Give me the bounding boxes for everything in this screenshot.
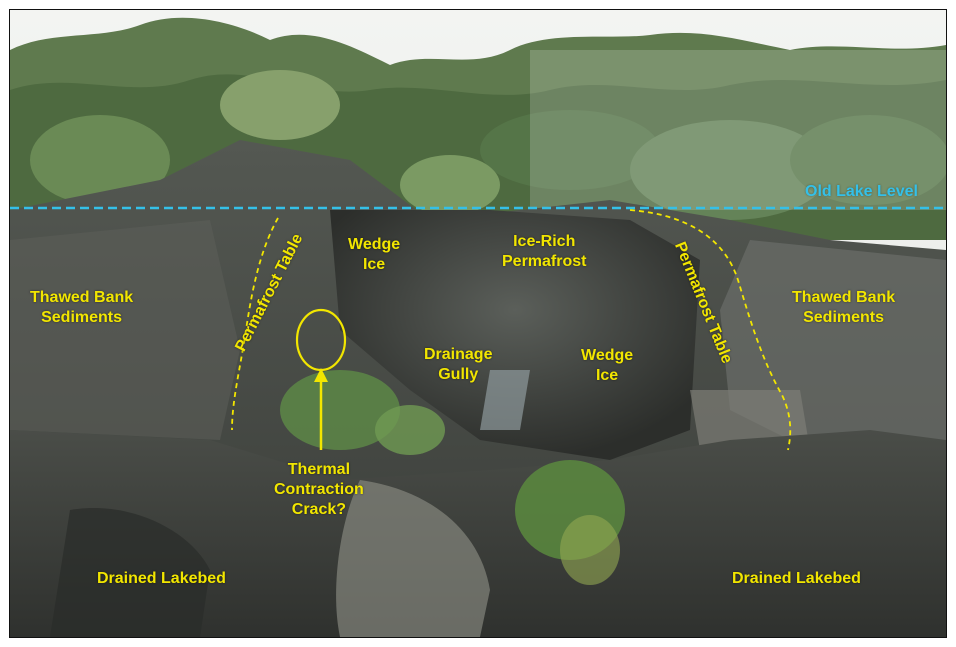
wedge-ice-left-label: Wedge Ice bbox=[348, 235, 400, 275]
permafrost-table-line-left bbox=[231, 217, 279, 431]
drained-lakebed-left-label: Drained Lakebed bbox=[97, 570, 226, 587]
old-lake-level-label: Old Lake Level bbox=[805, 183, 918, 200]
photo-frame: Old Lake Level Thawed Bank Sediments Tha… bbox=[9, 9, 947, 638]
permafrost-table-line-right bbox=[629, 209, 792, 451]
drainage-gully-line-2: Gully bbox=[438, 366, 479, 383]
wedge-ice-right-line-2: Ice bbox=[595, 367, 619, 384]
drainage-gully-label: Drainage Gully bbox=[424, 345, 492, 385]
thermal-contraction-crack-label: Thermal Contraction Crack? bbox=[274, 460, 364, 520]
thermal-crack-line-1: Thermal bbox=[287, 461, 351, 478]
drained-lakebed bbox=[10, 430, 946, 637]
wedge-ice-left-line-1: Wedge bbox=[348, 236, 401, 253]
thermal-crack-line-3: Crack? bbox=[291, 501, 347, 518]
gully-water bbox=[480, 370, 530, 430]
thermal-crack-line-2: Contraction bbox=[274, 481, 364, 498]
ice-wedge-zone bbox=[330, 210, 700, 460]
ice-rich-permafrost-label: Ice-Rich Permafrost bbox=[502, 232, 586, 272]
right-sediment-slope bbox=[690, 390, 810, 450]
thawed-bank-right-line-1: Thawed Bank bbox=[792, 289, 896, 306]
permafrost-bank-photo bbox=[10, 10, 946, 637]
dark-shrubs bbox=[50, 508, 210, 637]
wedge-ice-right-line-1: Wedge bbox=[581, 347, 634, 364]
drained-lakebed-right-label: Drained Lakebed bbox=[732, 570, 861, 587]
thawed-bank-sediments-left-label: Thawed Bank Sediments bbox=[30, 288, 133, 328]
thawed-bank-right-line-2: Sediments bbox=[803, 309, 885, 326]
foreground-shrubs bbox=[280, 370, 625, 585]
drainage-gully-line-1: Drainage bbox=[424, 346, 493, 363]
thawed-bank-sediments-right-label: Thawed Bank Sediments bbox=[792, 288, 895, 328]
fog bbox=[530, 50, 946, 210]
thawed-bank-left-line-2: Sediments bbox=[41, 309, 123, 326]
silt-patch bbox=[336, 480, 490, 637]
ice-rich-line-1: Ice-Rich bbox=[513, 233, 576, 250]
crack-arrow-head bbox=[314, 368, 328, 382]
wedge-ice-left-line-2: Ice bbox=[362, 256, 386, 273]
thawed-bank-left-line-1: Thawed Bank bbox=[30, 289, 134, 306]
wedge-ice-right-label: Wedge Ice bbox=[581, 346, 633, 386]
left-thawed-bank bbox=[10, 220, 240, 440]
ice-rich-line-2: Permafrost bbox=[502, 253, 587, 270]
